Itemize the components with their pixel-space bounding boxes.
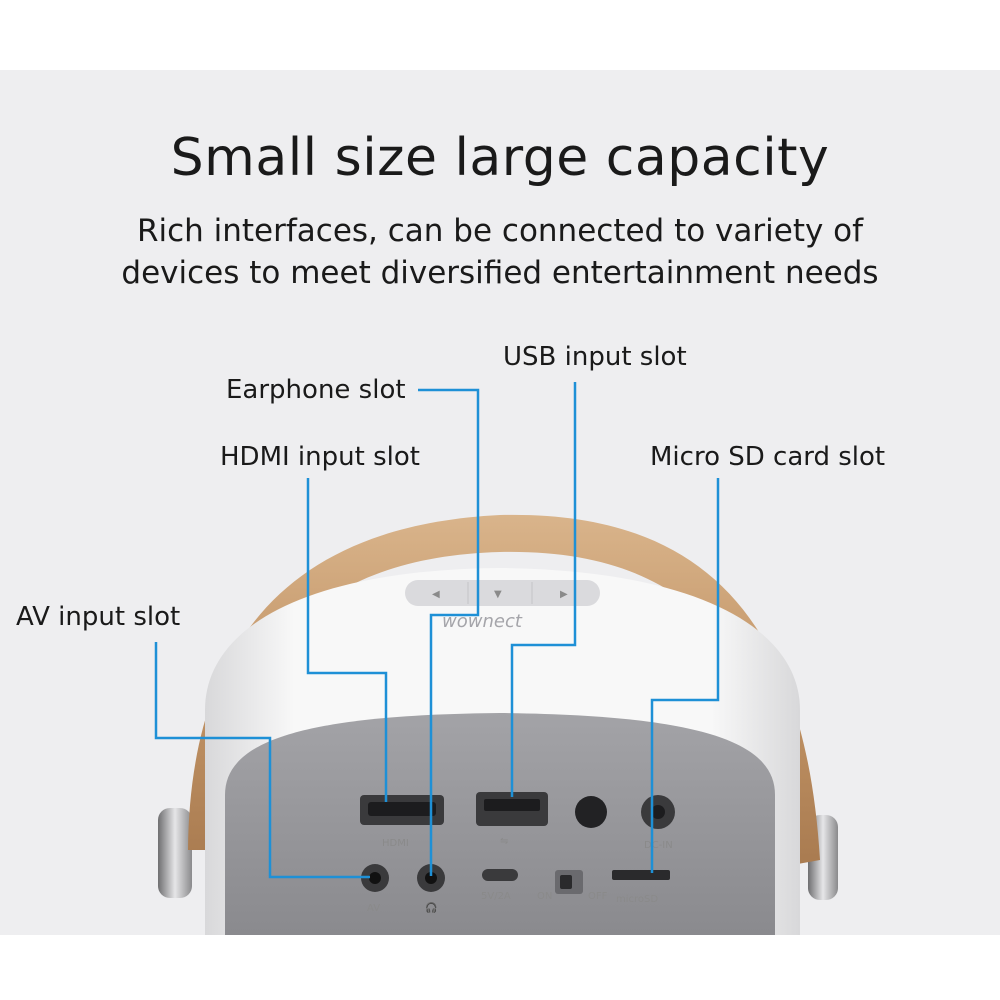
callout-line-usb xyxy=(510,382,577,797)
hdmi-port: HDMI xyxy=(360,795,444,849)
usb-c-power-port: 5V/2A xyxy=(481,869,518,902)
subtitle-line-1: Rich interfaces, can be connected to var… xyxy=(136,213,864,249)
right-arrow-icon: ▶ xyxy=(560,589,568,600)
page-subtitle: Rich interfaces, can be connected to var… xyxy=(0,210,1000,294)
subtitle-line-2: devices to meet diversified entertainmen… xyxy=(121,255,879,291)
svg-text:AV: AV xyxy=(367,903,380,914)
callout-av-label: AV input slot xyxy=(16,602,181,632)
av-jack: AV xyxy=(361,864,389,914)
callout-line-microsd xyxy=(650,478,720,873)
power-switch: ON OFF xyxy=(537,870,608,902)
svg-text:🎧: 🎧 xyxy=(425,901,437,914)
down-arrow-icon: ▼ xyxy=(494,589,502,600)
svg-text:microSD: microSD xyxy=(616,894,658,905)
dc-in-port: DC-IN xyxy=(641,795,675,851)
callout-line-hdmi xyxy=(306,478,388,802)
micro-sd-slot: microSD xyxy=(612,870,670,905)
callout-lines xyxy=(154,382,720,879)
projector-illustration: ◀ ▼ ▶ wownect HDMI ⇋ DC-IN xyxy=(154,382,838,935)
svg-text:OFF: OFF xyxy=(588,891,608,902)
top-control-bar xyxy=(405,580,600,606)
svg-text:ON: ON xyxy=(537,891,552,902)
earphone-jack: 🎧 xyxy=(417,864,445,914)
product-image: ◀ ▼ ▶ wownect HDMI ⇋ DC-IN xyxy=(0,70,1000,935)
svg-text:DC-IN: DC-IN xyxy=(644,840,673,851)
callout-hdmi-label: HDMI input slot xyxy=(220,442,420,472)
callout-line-earphone xyxy=(418,388,480,876)
callout-earphone-label: Earphone slot xyxy=(226,375,406,405)
svg-text:⇋: ⇋ xyxy=(500,836,508,847)
callout-line-av xyxy=(154,642,370,879)
svg-text:HDMI: HDMI xyxy=(382,838,409,849)
callout-microsd-label: Micro SD card slot xyxy=(650,442,886,472)
left-knob xyxy=(158,808,192,898)
usb-port: ⇋ xyxy=(476,792,548,847)
left-arrow-icon: ◀ xyxy=(432,589,440,600)
svg-text:5V/2A: 5V/2A xyxy=(481,891,511,902)
callout-usb-label: USB input slot xyxy=(503,342,687,372)
page-title: Small size large capacity xyxy=(170,128,830,188)
round-port xyxy=(575,796,607,828)
